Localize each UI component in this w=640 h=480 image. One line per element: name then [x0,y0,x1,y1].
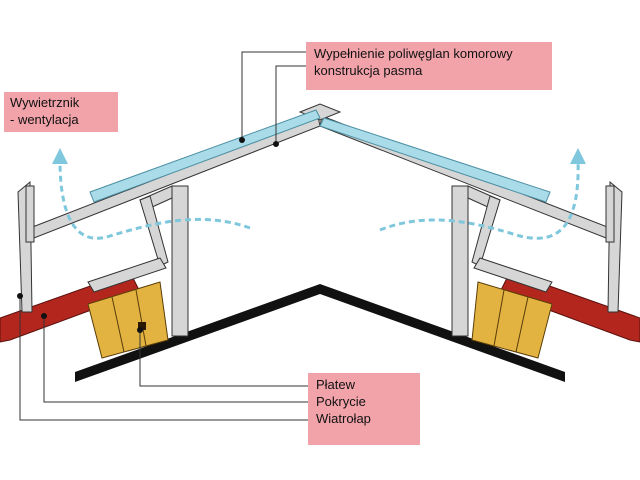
airflow-left [58,159,251,240]
purlin-left [87,281,169,359]
purlin-right [471,281,553,359]
label-vent-line1: Wywietrznik [10,95,80,110]
label-polycarbonate-fill: Wypełnienie poliwęglan komorowy konstruk… [306,42,552,90]
leader-dots [17,137,279,333]
label-purlin: Płatew [316,377,356,392]
label-windbrace: Wiatrołap [316,411,371,426]
frame-profile [17,103,623,337]
polycarbonate-panel-left [89,109,321,203]
label-fill-line2: konstrukcja pasma [314,63,423,78]
airflow-right [379,159,580,240]
airflow-arrowhead-right [570,148,586,164]
polycarbonate-panel-right [319,117,551,203]
label-ventilation: Wywietrznik - wentylacja [4,92,118,132]
label-roof-parts: Płatew Pokrycie Wiatrołap [308,373,420,445]
airflow-arrowhead-left [52,148,68,164]
label-covering: Pokrycie [316,394,366,409]
leader-lines [19,51,308,421]
label-vent-line2: - wentylacja [10,112,79,127]
label-fill-line1: Wypełnienie poliwęglan komorowy [314,46,513,61]
